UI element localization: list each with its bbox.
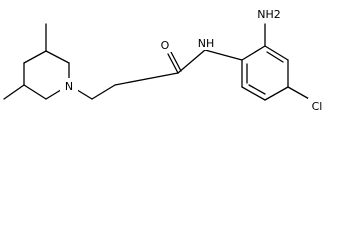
bond-ch2-ch2 <box>91 84 116 100</box>
bond-ar-4 <box>264 86 289 101</box>
bond-ar-5 <box>241 86 266 101</box>
bond-ch2-carbonyl <box>114 72 179 86</box>
structure-canvas: N O NH NH2 Cl <box>3 6 328 113</box>
bond-cl <box>287 86 312 101</box>
amide-nh-label: NH <box>198 37 215 50</box>
bond-carbonyl-o-a <box>167 53 179 74</box>
ring-nitrogen-label: N <box>65 80 73 93</box>
bond-ring-6 <box>23 50 47 64</box>
bond-nh-aryl <box>204 49 243 61</box>
propanamide-chain <box>68 49 243 100</box>
bond-ar-2 <box>264 45 289 61</box>
bond-ring-1 <box>45 50 70 64</box>
bond-ar-double-2 <box>248 84 266 95</box>
amine-label: NH2 <box>257 8 281 21</box>
molecule-diagram: N O NH NH2 Cl <box>3 6 328 113</box>
bond-ar-1 <box>241 45 266 61</box>
atom-labels: N O NH NH2 Cl <box>60 6 328 113</box>
bond-ring-4 <box>23 84 47 100</box>
carbonyl-oxygen-label: O <box>161 39 170 52</box>
benzene-ring <box>241 23 312 101</box>
piperidine-ring <box>3 23 70 100</box>
bond-methyl-left <box>3 84 25 100</box>
chlorine-label: Cl <box>312 100 323 113</box>
bond-carbonyl-nh <box>177 49 206 74</box>
bond-carbonyl-o-b <box>170 51 182 72</box>
bond-ar-double-1 <box>266 51 284 63</box>
